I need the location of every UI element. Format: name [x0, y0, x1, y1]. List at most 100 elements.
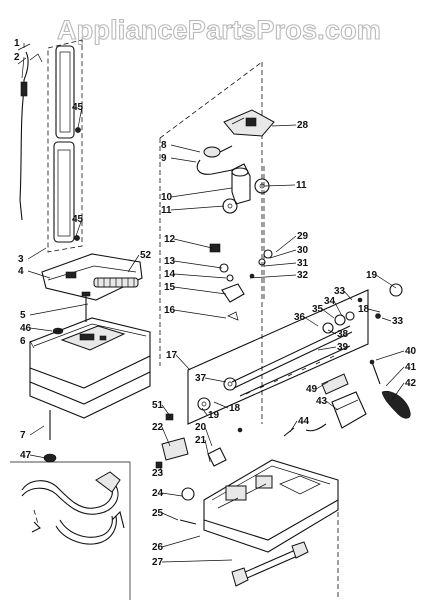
- callout-label-c-28: 28: [297, 120, 309, 131]
- callout-label-c-19a: 19: [366, 270, 378, 281]
- leader-line-c-23: [159, 465, 163, 474]
- callout-label-c-40: 40: [405, 346, 417, 357]
- callout-label-c-5: 5: [20, 310, 26, 321]
- callout-label-c-7: 7: [20, 430, 26, 441]
- callout-label-c-29: 29: [297, 231, 309, 242]
- callout-label-c-3: 3: [18, 254, 24, 265]
- callout-label-c-11a: 11: [296, 180, 307, 191]
- leader-line-c-21: [204, 439, 211, 463]
- callout-label-c-33b: 33: [392, 316, 404, 327]
- leader-line-c-16: [173, 309, 227, 319]
- leader-line-c-14: [173, 273, 227, 279]
- callout-label-c-35: 35: [312, 304, 324, 315]
- leader-line-c-51: [161, 404, 171, 417]
- agitator-assembly: [187, 283, 403, 425]
- leader-line-c-11a: [263, 184, 296, 187]
- hood-and-base-assembly: [29, 253, 151, 463]
- leader-line-c-5: [29, 303, 89, 316]
- callout-label-c-32: 32: [297, 270, 309, 281]
- callout-label-c-16: 16: [164, 305, 176, 316]
- motor-mount-small-parts: [209, 243, 273, 321]
- callout-label-c-51: 51: [152, 400, 164, 411]
- leader-line-c-15: [173, 286, 227, 295]
- leader-line-c-17: [175, 354, 191, 371]
- leader-line-c-40: [375, 350, 405, 361]
- leader-line-c-2: [21, 56, 25, 79]
- leader-line-c-38: [327, 329, 337, 335]
- callout-label-c-24: 24: [152, 488, 164, 499]
- leader-line-c-24: [161, 492, 183, 497]
- callout-label-c-37: 37: [195, 373, 207, 384]
- hose-inset: [10, 461, 131, 600]
- callout-label-c-17: 17: [166, 350, 178, 361]
- callout-label-c-33a: 33: [334, 286, 346, 297]
- callout-label-c-21: 21: [195, 435, 207, 446]
- callout-label-c-27: 27: [152, 557, 164, 568]
- callout-label-c-36: 36: [294, 312, 306, 323]
- leader-line-c-45a: [77, 106, 83, 129]
- callout-label-c-23: 23: [152, 468, 164, 479]
- callout-label-c-46: 46: [20, 323, 32, 334]
- leader-line-c-9: [170, 157, 197, 163]
- leader-line-c-27: [161, 559, 233, 563]
- callout-label-c-18a: 18: [358, 304, 370, 315]
- leader-line-c-33a: [343, 290, 353, 301]
- callout-label-c-43: 43: [316, 396, 328, 407]
- leader-line-c-32: [249, 274, 297, 279]
- leader-line-c-19b: [201, 407, 208, 416]
- leader-line-c-11b: [170, 205, 225, 211]
- callout-label-c-49: 49: [306, 384, 318, 395]
- leader-line-c-10: [170, 187, 233, 198]
- leader-line-c-13: [173, 260, 223, 269]
- callout-label-c-39: 39: [337, 342, 349, 353]
- callout-label-c-18b: 18: [229, 403, 241, 414]
- leader-line-c-18b: [213, 401, 229, 409]
- callout-label-c-41: 41: [405, 362, 417, 373]
- leader-line-c-20: [204, 426, 213, 447]
- callout-label-c-25: 25: [152, 508, 164, 519]
- callout-leaders: [21, 43, 405, 563]
- callout-label-c-11b: 11: [161, 205, 172, 216]
- callout-label-c-38: 38: [337, 329, 349, 340]
- leader-line-c-49: [315, 381, 329, 390]
- callout-label-c-42: 42: [405, 378, 417, 389]
- leader-line-c-46: [29, 327, 53, 332]
- leader-line-c-30: [269, 249, 297, 259]
- callout-label-c-10: 10: [161, 192, 173, 203]
- leader-line-c-47: [29, 454, 47, 459]
- callout-label-c-12: 12: [164, 234, 176, 245]
- leader-line-c-8: [170, 144, 201, 153]
- callout-label-c-14: 14: [164, 269, 176, 280]
- leader-line-c-45b: [75, 218, 83, 237]
- watermark-text: AppliancePartsPros.com: [57, 15, 381, 45]
- leader-line-c-43: [325, 400, 339, 411]
- callout-label-c-15: 15: [164, 282, 176, 293]
- leader-line-c-44: [289, 420, 298, 433]
- motor-and-belt: [283, 359, 411, 437]
- handle-assembly: [17, 39, 83, 253]
- leader-line-c-6: [29, 340, 35, 349]
- callout-label-c-44: 44: [298, 416, 310, 427]
- leader-line-c-42: [391, 382, 405, 401]
- leader-line-c-4: [27, 270, 51, 279]
- callout-label-c-26: 26: [152, 542, 164, 553]
- leader-line-c-35: [321, 308, 335, 319]
- leader-line-c-22: [161, 426, 171, 447]
- bottom-housing: [155, 413, 339, 587]
- leader-line-c-19a: [375, 274, 397, 289]
- leader-line-c-7: [29, 425, 45, 436]
- leader-line-c-41: [385, 366, 405, 387]
- leader-line-c-39: [317, 346, 337, 351]
- callout-label-c-4: 4: [18, 266, 24, 277]
- leader-line-c-25: [161, 512, 179, 521]
- leader-line-c-28: [271, 124, 297, 127]
- leader-line-c-33b: [381, 317, 392, 322]
- callout-label-c-1: 1: [14, 38, 20, 49]
- callout-label-c-47: 47: [20, 450, 32, 461]
- callout-label-c-6: 6: [20, 336, 26, 347]
- leader-line-c-52: [127, 254, 140, 273]
- leader-line-c-26: [161, 535, 201, 548]
- leader-line-c-36: [303, 316, 319, 327]
